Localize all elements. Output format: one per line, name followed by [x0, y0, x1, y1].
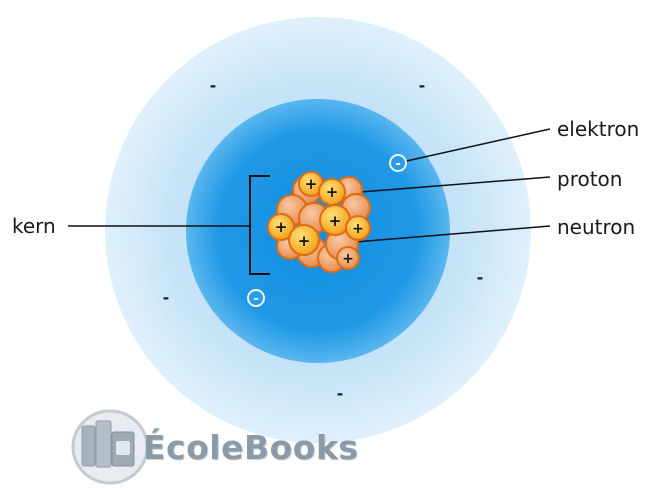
electron-sign: - — [337, 384, 344, 403]
proton-particle — [288, 224, 320, 256]
electron-sign: - — [210, 76, 217, 95]
electron-ring — [389, 154, 407, 172]
proton-leader-line — [347, 176, 551, 194]
neutron-leader-line — [342, 225, 551, 244]
proton-sign: + — [326, 183, 339, 201]
proton-label: proton — [557, 167, 623, 191]
nucleus-label: kern — [12, 214, 56, 238]
neutron-particle — [336, 246, 360, 270]
proton-sign: + — [305, 175, 318, 193]
electron-ring — [247, 289, 265, 307]
proton-particle — [345, 215, 371, 241]
electron-sign: - — [419, 76, 426, 95]
electron-sign: - — [163, 288, 170, 307]
nucleus-bracket — [249, 175, 270, 275]
electron-sign: - — [395, 156, 401, 172]
electron-label: elektron — [557, 117, 640, 141]
proton-sign: + — [352, 221, 364, 237]
neutron-label: neutron — [557, 215, 636, 239]
electron-sign: - — [477, 268, 484, 287]
proton-sign: + — [329, 212, 342, 230]
electron-sign: - — [253, 291, 259, 307]
proton-particle — [267, 213, 295, 241]
electron-leader-line — [401, 128, 551, 163]
proton-sign: + — [298, 232, 311, 250]
books-icon — [71, 409, 149, 485]
nucleus: + + + + + + + — [267, 171, 371, 273]
proton-sign: + — [342, 251, 354, 267]
watermark-text: ÉcoleBooks — [143, 428, 359, 467]
proton-sign: + — [275, 218, 288, 236]
